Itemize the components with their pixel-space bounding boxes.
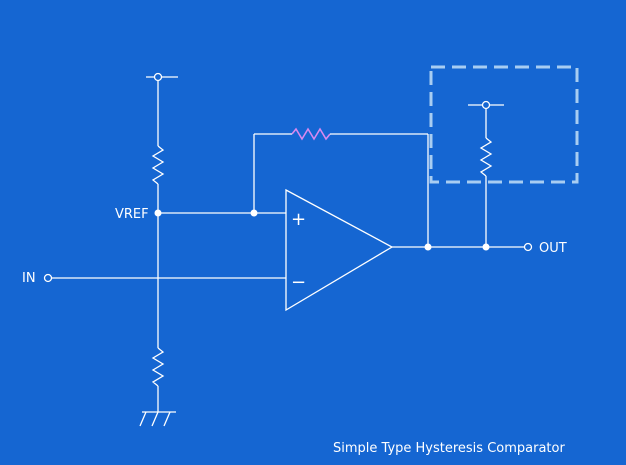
output-label: OUT	[539, 241, 567, 256]
ground-symbol	[139, 411, 176, 427]
op-amp-triangle	[285, 188, 394, 312]
feedback-path	[253, 127, 429, 247]
vref-divider-top	[146, 72, 178, 213]
input-terminal	[43, 273, 53, 283]
output-terminal	[523, 242, 533, 252]
op-amp: + −	[285, 188, 394, 312]
top-supply-terminal	[153, 72, 163, 82]
output-network: OUT	[392, 241, 567, 256]
bottom-divider-resistor	[151, 347, 165, 387]
input-network: IN	[22, 271, 286, 286]
input-label: IN	[22, 271, 36, 286]
pull-up-network	[429, 65, 579, 247]
vref-network: VREF	[115, 207, 286, 222]
vref-divider-bottom	[139, 213, 176, 427]
vref-label: VREF	[115, 207, 149, 222]
pullup-supply-terminal	[481, 100, 491, 110]
output-feedback-node	[424, 243, 432, 251]
pullup-resistor	[479, 137, 493, 177]
top-divider-resistor	[151, 145, 165, 185]
plus-sign: +	[291, 209, 306, 230]
minus-sign: −	[291, 272, 306, 293]
feedback-resistor	[291, 127, 331, 141]
diagram-caption: Simple Type Hysteresis Comparator	[333, 441, 565, 456]
optional-pullup-box	[429, 65, 579, 184]
